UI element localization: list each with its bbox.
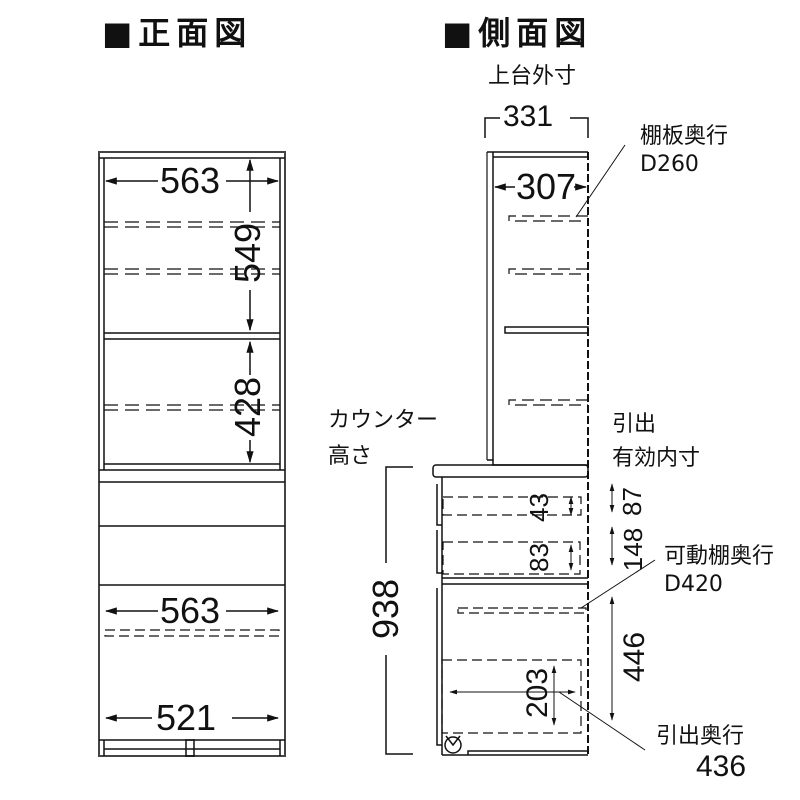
front-upper-width: 563 xyxy=(160,160,221,201)
drawer-inner-label-2: 有効内寸 xyxy=(612,446,701,471)
side-view-title: ■側面図 xyxy=(442,14,593,52)
front-upper-height: 549 xyxy=(227,222,269,284)
movable-shelf-label: 可動棚奥行 xyxy=(664,544,775,569)
counter-height-label-2: 高さ xyxy=(328,444,373,469)
shelf-depth-label: 棚板奥行 xyxy=(640,124,729,149)
pullout-depth-value: 436 xyxy=(696,750,747,783)
movable-shelf-value: D420 xyxy=(664,572,723,597)
drawer2-outer: 148 xyxy=(618,527,649,572)
front-middle-height: 428 xyxy=(227,376,269,438)
top-outer-label: 上台外寸 xyxy=(488,64,577,89)
pullout-height: 203 xyxy=(521,667,555,719)
front-view-title: ■正面図 xyxy=(102,14,253,52)
lower-cabinet-height: 446 xyxy=(618,631,652,683)
front-lower-inner-width: 521 xyxy=(156,697,217,738)
drawer2-inner: 83 xyxy=(523,543,554,572)
shelf-depth-value: D260 xyxy=(640,152,699,177)
top-outer-depth: 331 xyxy=(503,100,554,133)
front-view xyxy=(98,151,286,757)
pullout-depth-label: 引出奥行 xyxy=(656,724,745,749)
front-lower-width: 563 xyxy=(160,590,221,631)
drawer1-inner: 43 xyxy=(523,493,554,522)
drawer-inner-label-1: 引出 xyxy=(612,412,657,437)
counter-height: 938 xyxy=(365,578,407,640)
counter-height-label-1: カウンター xyxy=(328,408,439,433)
drawer1-outer: 87 xyxy=(616,487,647,516)
top-inner-depth: 307 xyxy=(516,166,577,207)
side-view xyxy=(385,117,656,756)
